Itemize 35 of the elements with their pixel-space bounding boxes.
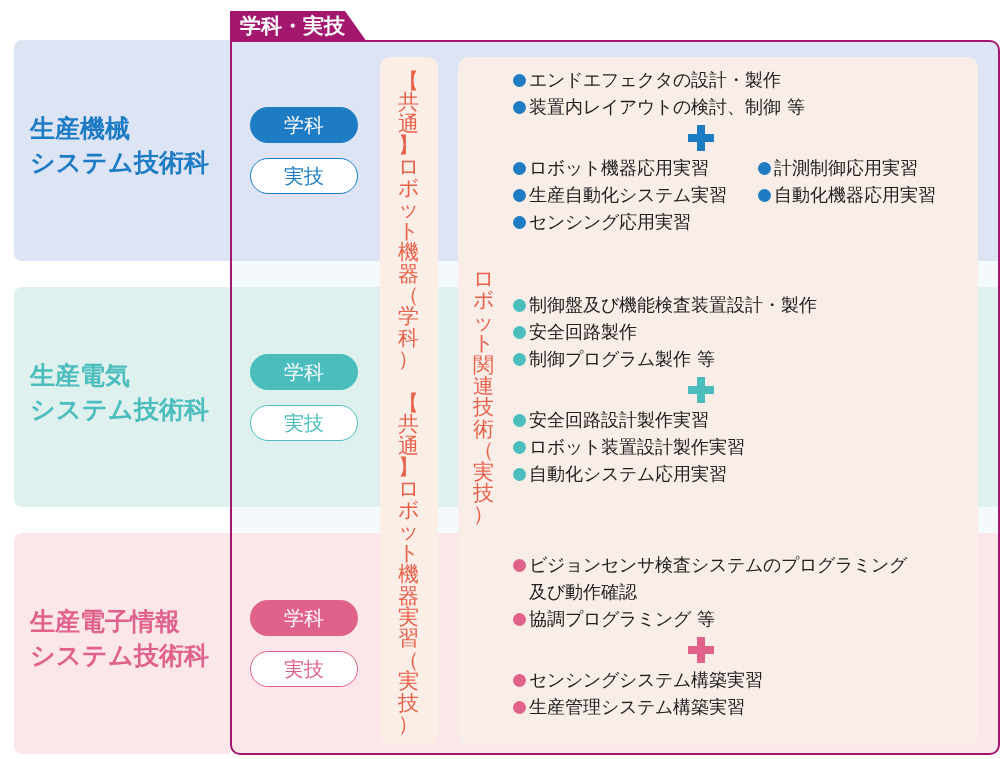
- tab-heading: 学科・実技: [230, 11, 367, 42]
- vertical-label: 【共通】ロボット機器実習（実技）: [397, 393, 421, 736]
- department-name: 生産電子情報システム技術科: [30, 606, 209, 672]
- subject-pill: 学科: [250, 600, 358, 636]
- common-column: [380, 57, 438, 745]
- subject-pill: 学科: [250, 354, 358, 390]
- list-item: 制御プログラム製作 等: [529, 348, 715, 371]
- list-item: 生産自動化システム実習: [529, 184, 727, 207]
- list-item: 自動化機器応用実習: [774, 184, 936, 207]
- practice-pill: 実技: [250, 651, 358, 687]
- list-item: 安全回路設計製作実習: [529, 409, 709, 432]
- list-item: ビジョンセンサ検査システムのプログラミング及び動作確認: [529, 554, 908, 604]
- department-band: [14, 40, 230, 261]
- list-item: 安全回路製作: [529, 321, 637, 344]
- list-item: エンドエフェクタの設計・製作: [529, 69, 781, 92]
- list-item: センシングシステム構築実習: [529, 669, 763, 692]
- department-band: [14, 533, 230, 754]
- content-panel: [458, 57, 978, 745]
- subject-pill: 学科: [250, 107, 358, 143]
- list-item: 装置内レイアウトの検討、制御 等: [529, 96, 805, 119]
- department-band: [14, 287, 230, 507]
- list-item: 計測制御応用実習: [774, 157, 918, 180]
- list-item: 協調プログラミング 等: [529, 608, 715, 631]
- list-item: センシング応用実習: [529, 211, 691, 234]
- list-item: ロボット機器応用実習: [529, 157, 709, 180]
- vertical-label: ロボット関連技術（実技）: [472, 269, 496, 526]
- department-name: 生産機械システム技術科: [30, 113, 209, 179]
- department-name: 生産電気システム技術科: [30, 360, 209, 426]
- practice-pill: 実技: [250, 158, 358, 194]
- practice-pill: 実技: [250, 405, 358, 441]
- list-item: 生産管理システム構築実習: [529, 696, 745, 719]
- list-item: 制御盤及び機能検査装置設計・製作: [529, 294, 817, 317]
- list-item: ロボット装置設計製作実習: [529, 436, 745, 459]
- list-item: 自動化システム応用実習: [529, 463, 727, 486]
- vertical-label: 【共通】ロボット機器（学科）: [397, 71, 421, 371]
